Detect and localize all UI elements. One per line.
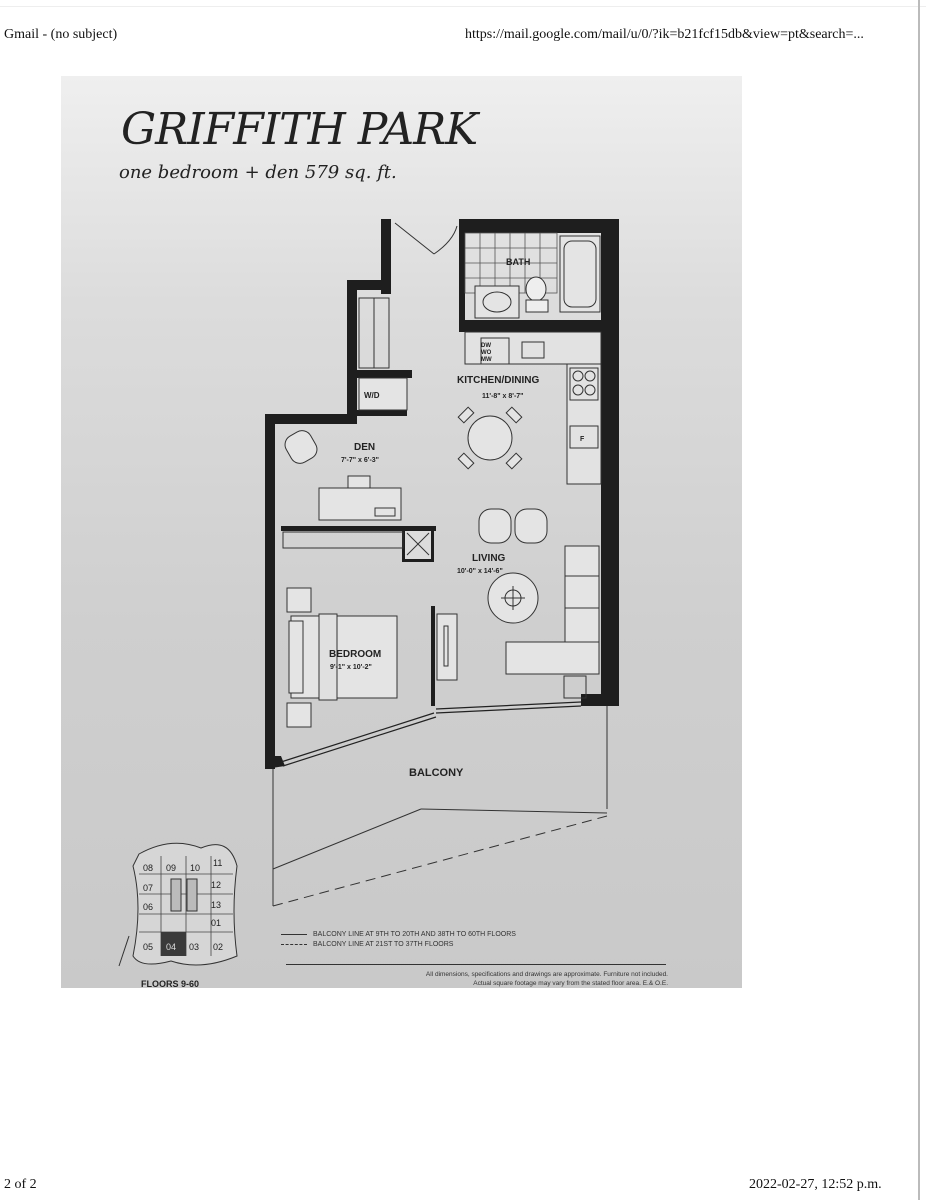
svg-text:05: 05 [143,942,153,952]
keyplan-floors-label: FLOORS 9-60 [141,979,200,989]
legend-item-dashed: BALCONY LINE AT 21ST TO 37TH FLOORS [313,941,454,948]
floorplan-drawing: DW WO MW F W/D [118,219,619,967]
svg-text:06: 06 [143,902,153,912]
room-bedroom-dims: 9'-1" x 10'-2" [330,664,372,671]
fridge-label: F [580,436,585,443]
room-bedroom-label: BEDROOM [329,649,381,660]
legend-item-solid: BALCONY LINE AT 9TH TO 20TH AND 38TH TO … [313,931,516,938]
floorplan-subtitle: one bedroom + den 579 sq. ft. [119,162,397,183]
divider [286,964,666,965]
svg-text:12: 12 [211,880,221,890]
room-balcony-label: BALCONY [409,767,464,779]
svg-text:09: 09 [166,863,176,873]
print-header-url[interactable]: https://mail.google.com/mail/u/0/?ik=b21… [465,27,864,42]
room-den-label: DEN [354,442,375,453]
svg-text:07: 07 [143,883,153,893]
svg-text:MW: MW [481,357,492,363]
disclaimer: All dimensions, specifications and drawi… [426,970,668,988]
print-header-title: Gmail - (no subject) [4,27,118,42]
svg-text:13: 13 [211,900,221,910]
washer-dryer-label: W/D [364,391,380,400]
room-kitchen-dining-label: KITCHEN/DINING [457,375,539,386]
room-living-dims: 10'-0" x 14'-6" [457,568,503,575]
keyplan: 08 09 10 11 12 07 13 06 01 05 04 03 02 [118,842,238,967]
room-living-label: LIVING [472,553,506,564]
svg-text:10: 10 [190,863,200,873]
room-bath-label: BATH [506,257,530,267]
disclaimer-line-2: Actual square footage may vary from the … [473,980,668,987]
svg-text:08: 08 [143,863,153,873]
svg-text:02: 02 [213,942,223,952]
floorplan-title: GRIFFITH PARK [121,104,478,155]
disclaimer-line-1: All dimensions, specifications and drawi… [425,971,668,978]
svg-text:04: 04 [166,942,176,952]
svg-text:WO: WO [481,350,492,356]
room-kitchen-dining-dims: 11'-8" x 8'-7" [482,393,524,400]
print-footer-datetime: 2022-02-27, 12:52 p.m. [749,1177,882,1192]
room-den-dims: 7'-7" x 6'-3" [341,457,379,464]
page-top-border [0,6,926,7]
balcony-legend: BALCONY LINE AT 9TH TO 20TH AND 38TH TO … [281,931,516,951]
page-right-border [918,0,920,1200]
svg-text:01: 01 [211,918,221,928]
print-footer-page: 2 of 2 [4,1177,37,1192]
svg-text:03: 03 [189,942,199,952]
svg-text:11: 11 [213,858,222,868]
appliance-dw: DW [481,343,491,349]
floorplan-scan: GRIFFITH PARK one bedroom + den 579 sq. … [61,76,742,989]
